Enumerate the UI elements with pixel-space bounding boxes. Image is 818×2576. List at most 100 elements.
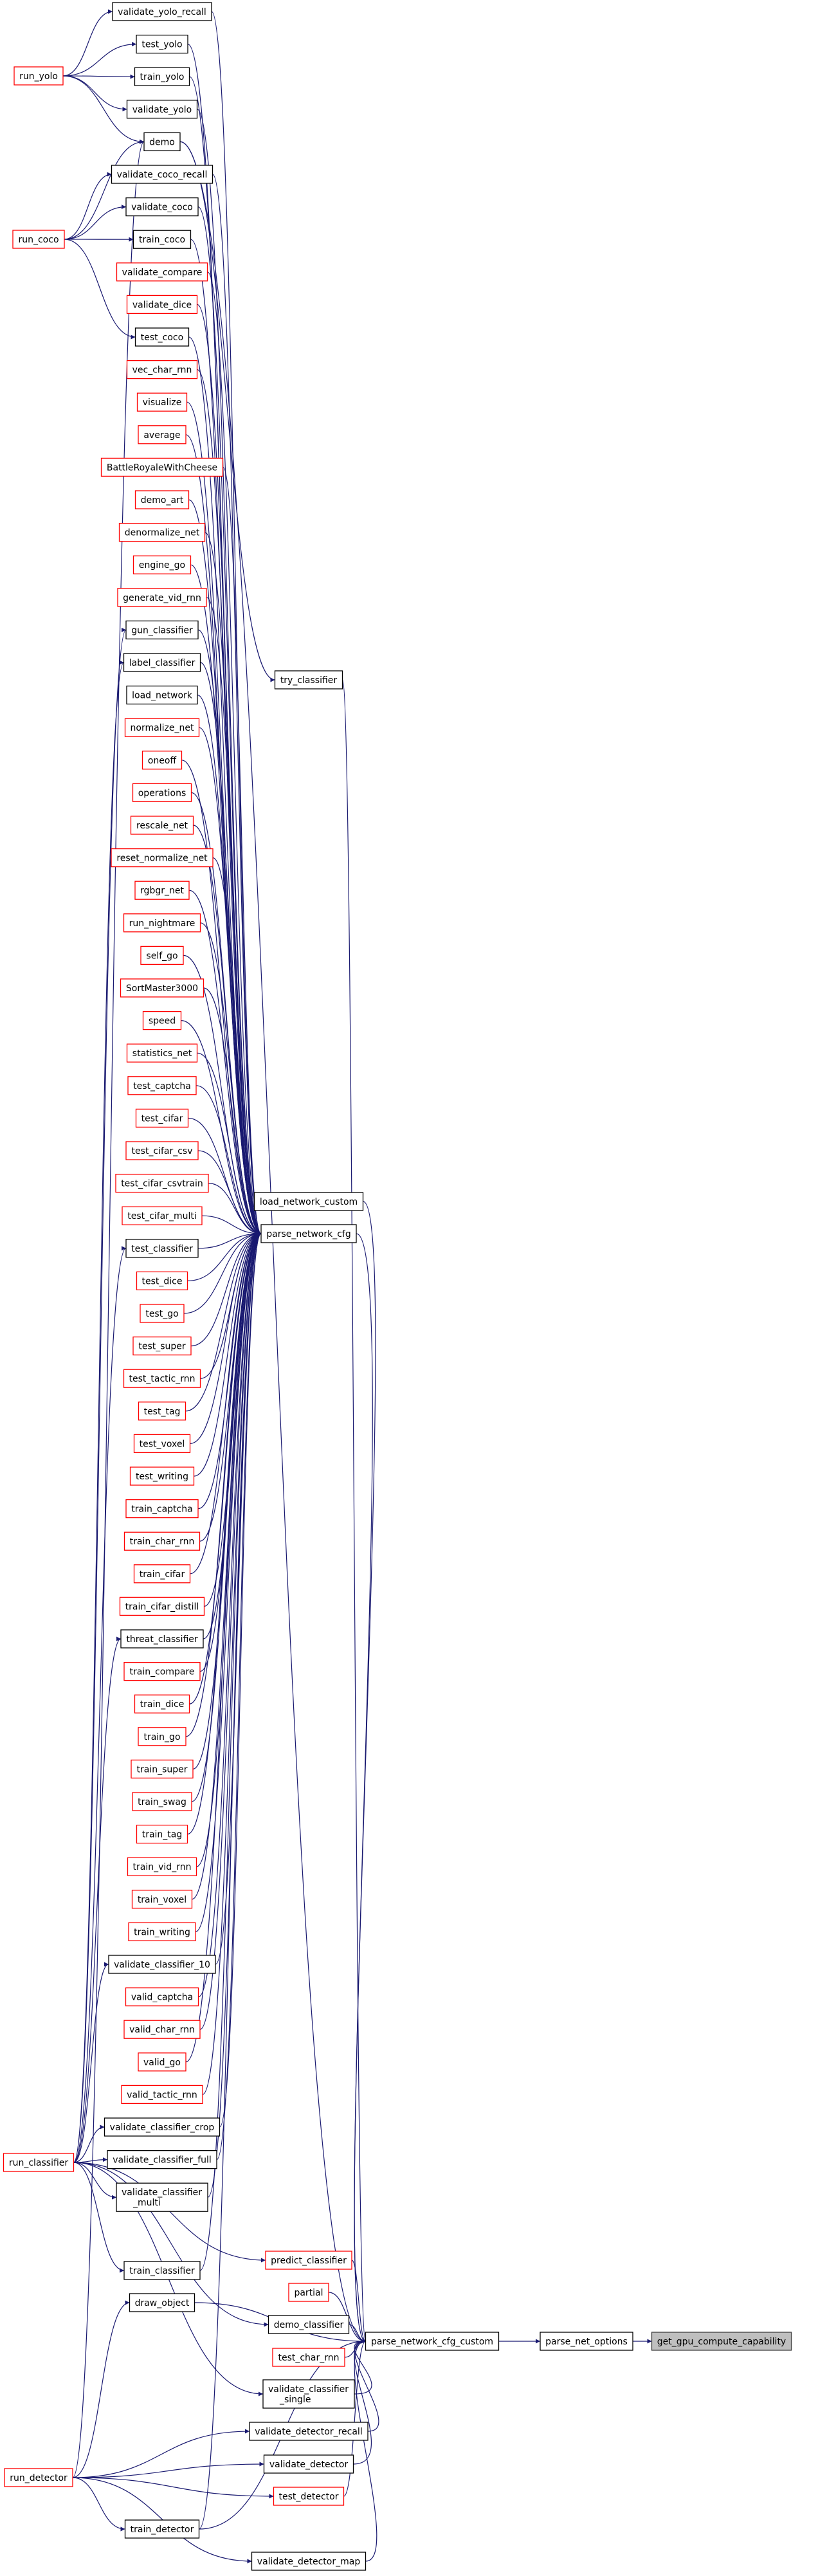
node-oneoff[interactable]: oneoff bbox=[141, 751, 183, 770]
node-demo_art[interactable]: demo_art bbox=[134, 490, 190, 509]
node-train_detector[interactable]: train_detector bbox=[124, 2519, 200, 2539]
node-parse_network_cfg_custom[interactable]: parse_network_cfg_custom bbox=[365, 2332, 500, 2351]
node-train_go[interactable]: train_go bbox=[138, 1727, 186, 1746]
node-label: draw_object bbox=[135, 2298, 190, 2308]
node-validate_classifier_crop[interactable]: validate_classifier_crop bbox=[104, 2117, 221, 2137]
node-predict_classifier[interactable]: predict_classifier bbox=[265, 2251, 352, 2270]
node-valid_tactic_rnn[interactable]: valid_tactic_rnn bbox=[121, 2085, 203, 2105]
node-test_super[interactable]: test_super bbox=[132, 1336, 192, 1356]
node-label: test_yolo bbox=[141, 40, 182, 50]
node-parse_network_cfg[interactable]: parse_network_cfg bbox=[260, 1224, 357, 1243]
node-draw_object[interactable]: draw_object bbox=[129, 2293, 195, 2312]
node-train_voxel[interactable]: train_voxel bbox=[131, 1890, 193, 1909]
node-train_cifar_distill[interactable]: train_cifar_distill bbox=[119, 1596, 205, 1616]
node-train_tag[interactable]: train_tag bbox=[136, 1824, 188, 1844]
node-box bbox=[126, 100, 198, 119]
node-validate_coco_recall[interactable]: validate_coco_recall bbox=[111, 165, 214, 184]
node-run_detector[interactable]: run_detector bbox=[4, 2468, 73, 2487]
node-get_gpu_compute_capability[interactable]: get_gpu_compute_capability bbox=[651, 2332, 792, 2351]
node-validate_yolo[interactable]: validate_yolo bbox=[126, 100, 198, 119]
node-test_writing[interactable]: test_writing bbox=[129, 1466, 195, 1486]
node-box bbox=[12, 230, 65, 249]
node-engine_go[interactable]: engine_go bbox=[132, 555, 192, 574]
node-test_go[interactable]: test_go bbox=[140, 1304, 185, 1323]
node-reset_normalize_net[interactable]: reset_normalize_net bbox=[111, 848, 214, 868]
node-train_yolo[interactable]: train_yolo bbox=[134, 67, 190, 86]
node-rgbgr_net[interactable]: rgbgr_net bbox=[134, 881, 190, 900]
node-speed[interactable]: speed bbox=[142, 1010, 182, 1030]
node-parse_net_options[interactable]: parse_net_options bbox=[540, 2332, 633, 2351]
node-validate_detector_map[interactable]: validate_detector_map bbox=[251, 2552, 367, 2571]
node-test_voxel[interactable]: test_voxel bbox=[133, 1434, 191, 1454]
node-average[interactable]: average bbox=[138, 425, 186, 444]
node-BattleRoyaleWithCheese[interactable]: BattleRoyaleWithCheese bbox=[100, 457, 224, 477]
node-test_yolo[interactable]: test_yolo bbox=[136, 34, 188, 54]
node-test_dice[interactable]: test_dice bbox=[136, 1271, 188, 1291]
node-test_cifar_csvtrain[interactable]: test_cifar_csvtrain bbox=[115, 1173, 209, 1193]
node-gun_classifier[interactable]: gun_classifier bbox=[125, 620, 199, 640]
node-test_detector[interactable]: test_detector bbox=[273, 2487, 345, 2506]
node-run_coco[interactable]: run_coco bbox=[12, 230, 65, 249]
node-validate_compare[interactable]: validate_compare bbox=[116, 262, 208, 282]
node-validate_classifier_10[interactable]: validate_classifier_10 bbox=[108, 1955, 216, 1974]
node-validate_dice[interactable]: validate_dice bbox=[126, 295, 198, 315]
node-threat_classifier[interactable]: threat_classifier bbox=[120, 1629, 204, 1649]
node-train_coco[interactable]: train_coco bbox=[132, 230, 192, 249]
node-visualize[interactable]: visualize bbox=[136, 392, 188, 412]
node-test_cifar_multi[interactable]: test_cifar_multi bbox=[122, 1206, 203, 1225]
node-box bbox=[123, 1531, 201, 1551]
node-test_cifar[interactable]: test_cifar bbox=[135, 1108, 189, 1128]
node-train_writing[interactable]: train_writing bbox=[128, 1922, 196, 1942]
node-validate_detector_recall[interactable]: validate_detector_recall bbox=[249, 2422, 368, 2441]
node-train_swag[interactable]: train_swag bbox=[132, 1792, 192, 1811]
node-validate_classifier_single[interactable]: validate_classifier_single bbox=[262, 2379, 355, 2409]
node-run_nightmare[interactable]: run_nightmare bbox=[123, 913, 201, 933]
node-validate_detector[interactable]: validate_detector bbox=[263, 2454, 354, 2474]
node-test_classifier[interactable]: test_classifier bbox=[125, 1239, 199, 1258]
node-denormalize_net[interactable]: denormalize_net bbox=[118, 522, 206, 542]
node-valid_captcha[interactable]: valid_captcha bbox=[125, 1987, 199, 2007]
node-run_classifier[interactable]: run_classifier bbox=[3, 2153, 75, 2172]
node-test_captcha[interactable]: test_captcha bbox=[127, 1076, 197, 1095]
node-label: validate_detector bbox=[269, 2460, 349, 2470]
node-operations[interactable]: operations bbox=[132, 783, 192, 803]
node-label: partial bbox=[294, 2288, 323, 2298]
node-statistics_net[interactable]: statistics_net bbox=[126, 1043, 198, 1063]
node-validate_classifier_full[interactable]: validate_classifier_full bbox=[107, 2150, 217, 2170]
node-validate_coco[interactable]: validate_coco bbox=[125, 197, 199, 217]
node-train_cifar[interactable]: train_cifar bbox=[133, 1564, 191, 1584]
node-generate_vid_rnn[interactable]: generate_vid_rnn bbox=[117, 588, 207, 607]
node-demo_classifier[interactable]: demo_classifier bbox=[268, 2315, 350, 2334]
node-label: train_super bbox=[136, 1764, 187, 1775]
node-validate_yolo_recall[interactable]: validate_yolo_recall bbox=[112, 2, 212, 21]
node-train_compare[interactable]: train_compare bbox=[123, 1661, 201, 1681]
node-try_classifier[interactable]: try_classifier bbox=[274, 670, 343, 690]
node-demo[interactable]: demo bbox=[143, 132, 181, 152]
node-train_char_rnn[interactable]: train_char_rnn bbox=[123, 1531, 201, 1551]
node-test_tactic_rnn[interactable]: test_tactic_rnn bbox=[123, 1369, 201, 1388]
node-SortMaster3000[interactable]: SortMaster3000 bbox=[120, 978, 204, 998]
node-train_classifier[interactable]: train_classifier bbox=[123, 2261, 201, 2280]
node-train_captcha[interactable]: train_captcha bbox=[125, 1499, 199, 1519]
node-run_yolo[interactable]: run_yolo bbox=[14, 66, 64, 86]
node-validate_classifier_multi[interactable]: validate_classifier_multi bbox=[116, 2182, 208, 2212]
node-test_tag[interactable]: test_tag bbox=[138, 1402, 186, 1421]
node-valid_char_rnn[interactable]: valid_char_rnn bbox=[123, 2020, 201, 2039]
node-train_super[interactable]: train_super bbox=[131, 1759, 194, 1779]
node-self_go[interactable]: self_go bbox=[140, 945, 184, 965]
node-normalize_net[interactable]: normalize_net bbox=[124, 718, 200, 737]
node-test_cifar_csv[interactable]: test_cifar_csv bbox=[125, 1141, 199, 1160]
node-vec_char_rnn[interactable]: vec_char_rnn bbox=[126, 360, 198, 379]
node-test_coco[interactable]: test_coco bbox=[134, 327, 190, 347]
node-valid_go[interactable]: valid_go bbox=[138, 2052, 186, 2072]
node-rescale_net[interactable]: rescale_net bbox=[130, 816, 194, 835]
node-partial[interactable]: partial bbox=[288, 2283, 329, 2302]
node-load_network_custom[interactable]: load_network_custom bbox=[253, 1192, 364, 1211]
node-label: test_go bbox=[145, 1309, 178, 1319]
node-label_classifier[interactable]: label_classifier bbox=[123, 653, 201, 672]
node-train_dice[interactable]: train_dice bbox=[134, 1694, 190, 1713]
node-test_char_rnn[interactable]: test_char_rnn bbox=[272, 2348, 345, 2367]
node-train_vid_rnn[interactable]: train_vid_rnn bbox=[127, 1857, 197, 1876]
node-load_network[interactable]: load_network bbox=[126, 685, 198, 705]
